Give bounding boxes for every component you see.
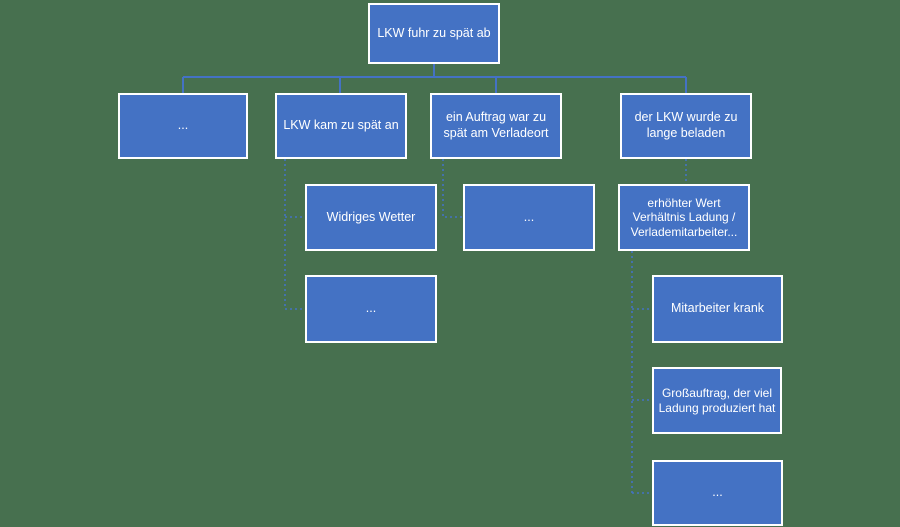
node-root-lkw-fuhr-zu-spaet-ab[interactable]: LKW fuhr zu spät ab bbox=[368, 3, 500, 64]
node-label: ... bbox=[712, 485, 723, 500]
node-label: ein Auftrag war zu spät am Verladeort bbox=[443, 110, 549, 140]
node-label: ... bbox=[523, 209, 535, 224]
node-label: Mitarbeiter krank bbox=[670, 301, 765, 316]
node-placeholder-beladen[interactable]: ... bbox=[652, 460, 783, 526]
node-lkw-kam-zu-spaet-an[interactable]: LKW kam zu spät an bbox=[275, 93, 407, 159]
node-placeholder-verladeort[interactable]: ... bbox=[463, 184, 595, 251]
node-label: ... bbox=[365, 301, 377, 316]
node-placeholder-level2[interactable]: ... bbox=[118, 93, 248, 159]
connector-erhoehter-children bbox=[631, 251, 652, 494]
node-erhoehter-wert-verhaeltnis[interactable]: erhöhter Wert Verhältnis Ladung / Verlad… bbox=[618, 184, 750, 251]
node-placeholder-wetter[interactable]: ... bbox=[305, 275, 437, 343]
connector-lkw-kam-children bbox=[284, 159, 305, 310]
node-lkw-zu-lange-beladen[interactable]: der LKW wurde zu lange beladen bbox=[620, 93, 752, 159]
connector-auftrag-children bbox=[442, 159, 463, 218]
node-mitarbeiter-krank[interactable]: Mitarbeiter krank bbox=[652, 275, 783, 343]
node-label: erhöhter Wert Verhältnis Ladung / Verlad… bbox=[630, 195, 738, 239]
node-label: ... bbox=[177, 118, 189, 133]
node-label: LKW fuhr zu spät ab bbox=[377, 25, 491, 40]
node-label: LKW kam zu spät an bbox=[283, 118, 399, 133]
node-auftrag-zu-spaet-am-verladeort[interactable]: ein Auftrag war zu spät am Verladeort bbox=[430, 93, 562, 159]
node-label: Großauftrag, der viel Ladung produziert … bbox=[658, 385, 776, 415]
node-label: Widriges Wetter bbox=[326, 209, 416, 224]
node-label: der LKW wurde zu lange beladen bbox=[634, 110, 738, 140]
node-grossauftrag[interactable]: Großauftrag, der viel Ladung produziert … bbox=[652, 367, 782, 434]
node-widriges-wetter[interactable]: Widriges Wetter bbox=[305, 184, 437, 251]
